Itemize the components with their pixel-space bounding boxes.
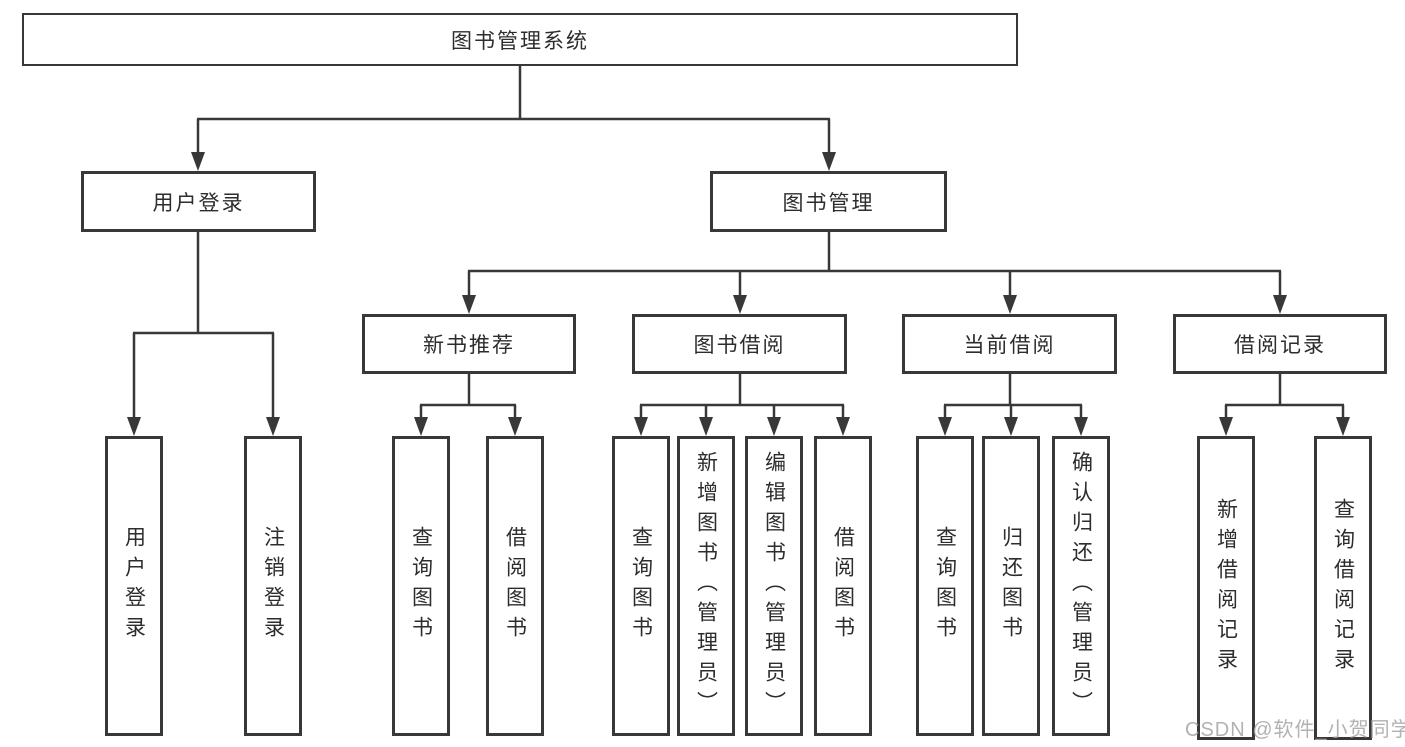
leaf-borrow-borrow-books: 借阅图书: [814, 436, 872, 736]
leaf-recommend-borrow-books: 借阅图书: [486, 436, 544, 736]
node-label: 用户登录: [152, 191, 245, 215]
node-new-book-recommend: 新书推荐: [362, 314, 576, 374]
leaf-history-add-record: 新增借阅记录: [1197, 436, 1255, 740]
csdn-watermark: CSDN @软件_小贺同学: [1185, 719, 1405, 741]
node-label: 图书管理: [782, 191, 875, 215]
leaf-user-login: 用户登录: [105, 436, 163, 736]
node-current-borrow: 当前借阅: [902, 314, 1117, 374]
leaf-label: 确认归还（管理员）: [1069, 451, 1093, 721]
node-label: 图书借阅: [693, 334, 786, 357]
leaf-borrow-add-books-admin: 新增图书（管理员）: [677, 436, 735, 736]
arrowhead-icons: [127, 152, 1350, 436]
leaf-label: 编辑图书（管理员）: [762, 451, 786, 721]
leaf-label: 注销登录: [261, 526, 285, 646]
node-root-system: 图书管理系统: [22, 13, 1018, 66]
leaf-label: 借阅图书: [503, 526, 527, 646]
node-root-label: 图书管理系统: [451, 29, 589, 53]
leaf-label: 新增图书（管理员）: [694, 451, 718, 721]
leaf-label: 新增借阅记录: [1214, 498, 1238, 678]
leaf-recommend-query-books: 查询图书: [392, 436, 450, 736]
node-borrow-records: 借阅记录: [1173, 314, 1387, 374]
node-label: 新书推荐: [423, 334, 515, 357]
node-book-borrow: 图书借阅: [632, 314, 847, 374]
node-book-management: 图书管理: [710, 171, 947, 232]
leaf-label: 查询图书: [933, 526, 957, 646]
leaf-current-confirm-return-admin: 确认归还（管理员）: [1052, 436, 1110, 736]
leaf-current-return-books: 归还图书: [982, 436, 1040, 736]
leaf-borrow-edit-books-admin: 编辑图书（管理员）: [745, 436, 803, 736]
leaf-label: 查询借阅记录: [1331, 498, 1355, 678]
leaf-history-query-record: 查询借阅记录: [1314, 436, 1372, 740]
leaf-label: 借阅图书: [831, 526, 855, 646]
leaf-logout: 注销登录: [244, 436, 302, 736]
node-label: 当前借阅: [963, 334, 1056, 357]
node-user-login-branch: 用户登录: [81, 171, 316, 232]
leaf-label: 归还图书: [999, 526, 1023, 646]
leaf-label: 查询图书: [629, 526, 653, 646]
leaf-current-query-books: 查询图书: [916, 436, 974, 736]
leaf-label: 查询图书: [409, 526, 433, 646]
node-label: 借阅记录: [1234, 334, 1326, 357]
leaf-borrow-query-books: 查询图书: [612, 436, 670, 736]
leaf-label: 用户登录: [122, 526, 146, 646]
